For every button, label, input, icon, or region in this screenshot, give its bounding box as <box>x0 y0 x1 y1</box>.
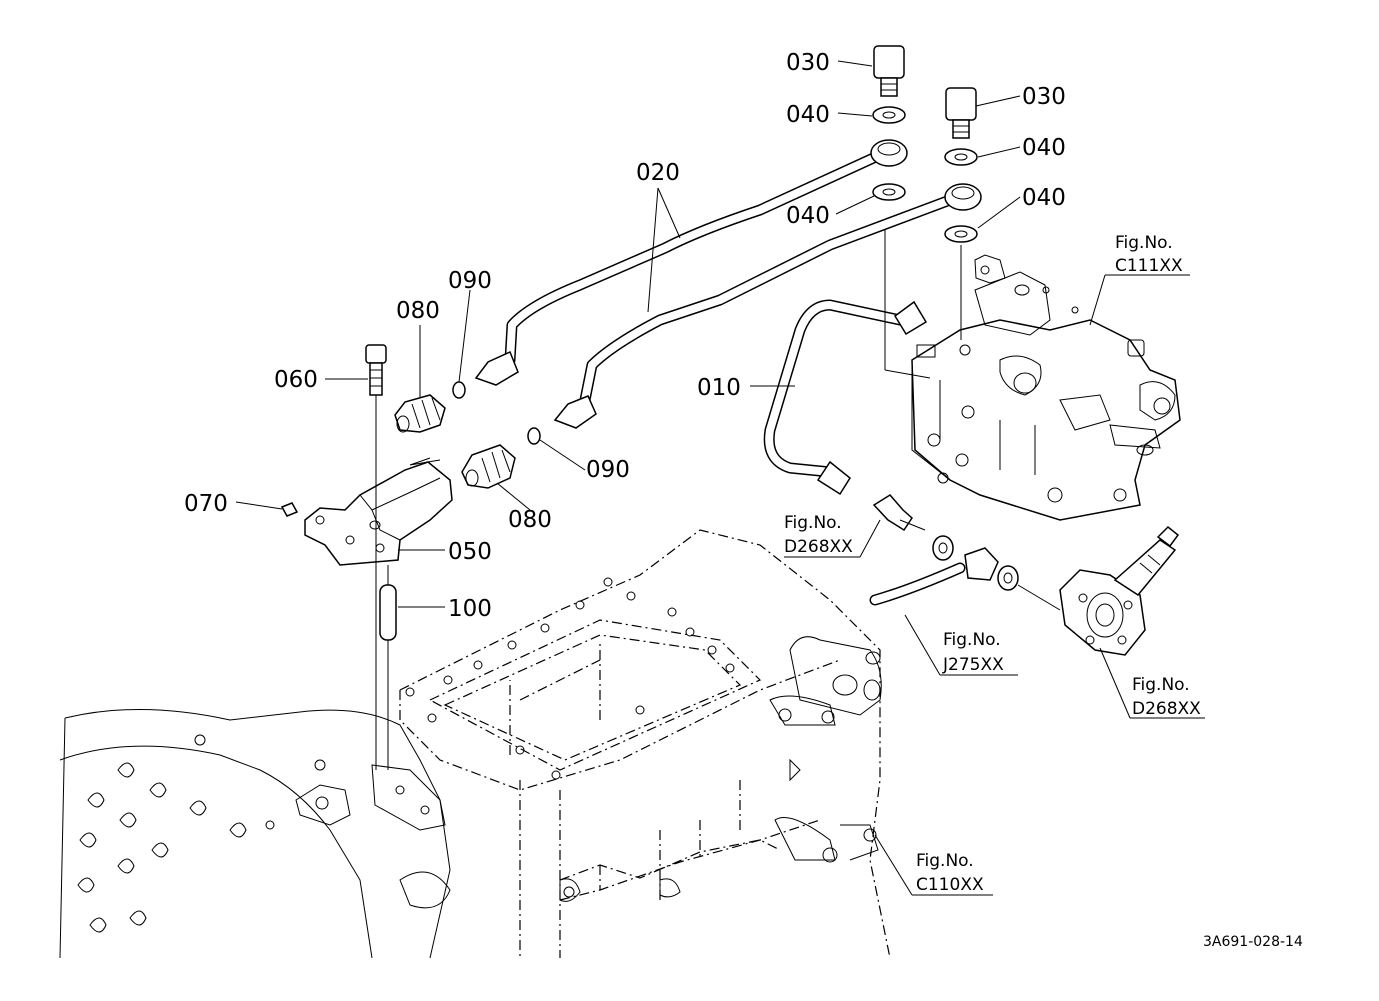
flange-bolt-holes <box>405 577 735 780</box>
callout-050: 050 <box>448 539 492 565</box>
callout-010: 010 <box>697 375 741 401</box>
hose-j275 <box>869 562 966 606</box>
callout-090-top: 090 <box>448 268 492 294</box>
diagram-code: 3A691-028-14 <box>1203 934 1303 950</box>
pipe-020-right <box>579 194 956 406</box>
callout-040-c: 040 <box>1022 185 1066 211</box>
callout-040-d: 040 <box>786 203 830 229</box>
callout-080-top: 080 <box>396 298 440 324</box>
callout-040-a: 040 <box>786 102 830 128</box>
fig-c111-label[interactable]: Fig.No. <box>1115 233 1173 253</box>
figure-refs: Fig.No. C111XX Fig.No. D268XX Fig.No. J2… <box>784 233 1201 895</box>
pipe-010 <box>763 299 906 478</box>
callout-060: 060 <box>274 367 318 393</box>
pump-d268 <box>1059 525 1180 656</box>
fitting-stack <box>872 494 1061 611</box>
fig-j275-code[interactable]: J275XX <box>942 655 1004 675</box>
bolt-060 <box>365 344 387 396</box>
callout-020: 020 <box>636 160 680 186</box>
callout-070: 070 <box>184 491 228 517</box>
bell-holes <box>77 734 326 933</box>
callout-100: 100 <box>448 596 492 622</box>
bolt-030-right <box>945 87 977 139</box>
callout-030-right: 030 <box>1022 84 1066 110</box>
assembly-lines <box>375 230 962 770</box>
bolt-030-left <box>873 45 905 97</box>
fig-j275-label[interactable]: Fig.No. <box>943 630 1001 650</box>
control-valve-c111 <box>911 254 1181 521</box>
washers-040 <box>872 106 978 243</box>
callout-030-left: 030 <box>786 50 830 76</box>
callout-080-bottom: 080 <box>508 507 552 533</box>
eye-fittings <box>870 139 982 211</box>
block-050 <box>304 457 453 566</box>
coupler-080-top <box>394 394 446 433</box>
pipe-fittings <box>474 300 928 496</box>
fig-d268-top-code[interactable]: D268XX <box>784 537 853 557</box>
fig-d268-top-label[interactable]: Fig.No. <box>784 513 842 533</box>
fig-c110-code[interactable]: C110XX <box>916 875 984 895</box>
screw-070 <box>280 502 299 517</box>
fig-d268-bottom-code[interactable]: D268XX <box>1132 699 1201 719</box>
leader-lines <box>235 60 1205 896</box>
orings-090 <box>452 381 541 445</box>
fig-c110-label[interactable]: Fig.No. <box>916 851 974 871</box>
pipe-020-left <box>504 149 886 366</box>
fig-d268-bottom-label[interactable]: Fig.No. <box>1132 675 1190 695</box>
transmission-housing <box>59 529 891 959</box>
fig-c111-code[interactable]: C111XX <box>1115 256 1183 276</box>
callout-090-bottom: 090 <box>586 457 630 483</box>
coupler-080-bottom <box>461 444 516 489</box>
callouts: 030 030 040 040 040 040 020 090 080 060 … <box>184 50 1066 622</box>
callout-040-b: 040 <box>1022 135 1066 161</box>
pin-100 <box>379 584 397 641</box>
